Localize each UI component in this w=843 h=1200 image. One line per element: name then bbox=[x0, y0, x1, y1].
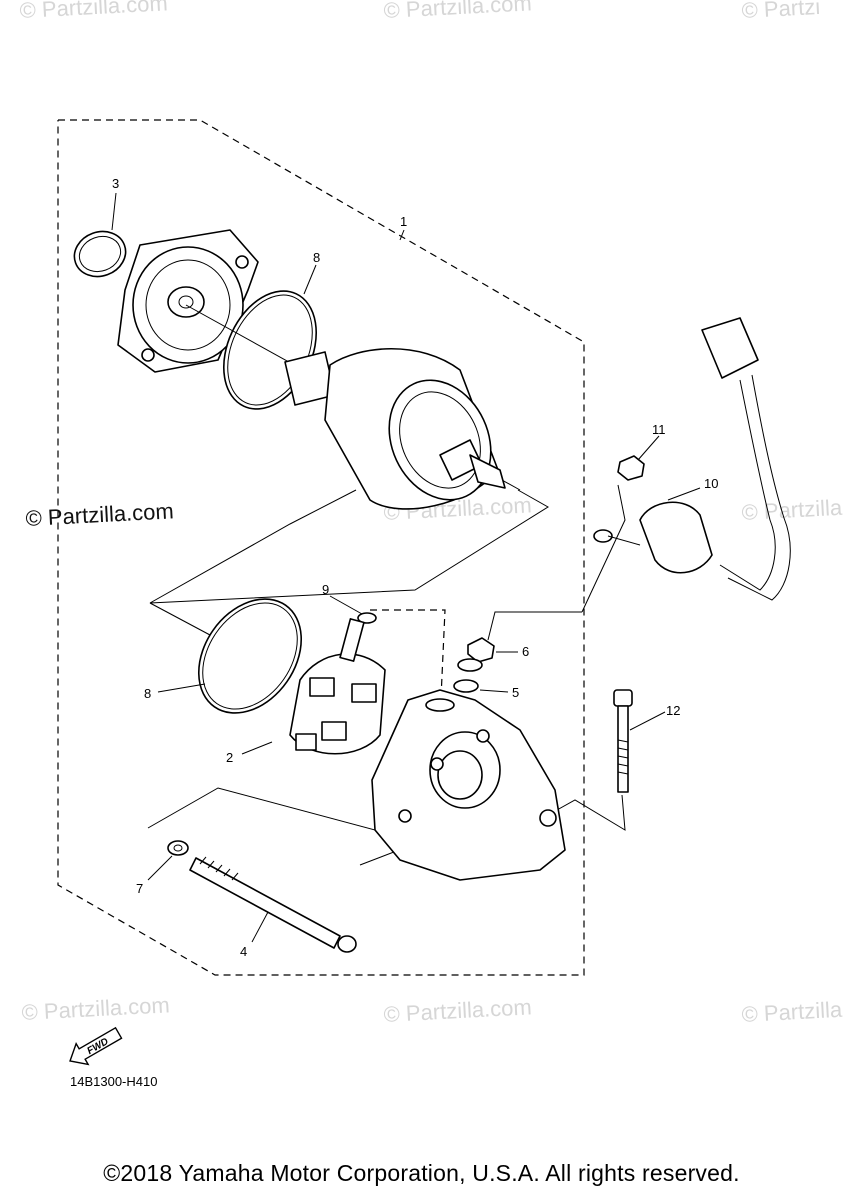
bolt-group-line bbox=[147, 787, 422, 866]
leader-10 bbox=[667, 487, 701, 501]
leader-3 bbox=[111, 192, 117, 231]
callout-8-upper: 8 bbox=[313, 250, 320, 265]
washer-5a bbox=[457, 658, 483, 672]
terminal-lead-line bbox=[581, 484, 626, 613]
leader-4 bbox=[251, 911, 269, 943]
leader-8b bbox=[157, 683, 206, 693]
callout-6: 6 bbox=[522, 644, 529, 659]
o-ring-3 bbox=[73, 230, 127, 278]
callout-4: 4 bbox=[240, 944, 247, 959]
through-bolt-4 bbox=[189, 856, 357, 953]
callout-11: 11 bbox=[652, 422, 666, 437]
drawing-code: 14B1300-H410 bbox=[70, 1074, 157, 1089]
leader-5 bbox=[479, 689, 509, 693]
callout-7: 7 bbox=[136, 881, 143, 896]
leader-1 bbox=[399, 229, 405, 241]
rear-housing bbox=[371, 689, 566, 881]
bolt12-group-line bbox=[547, 794, 626, 831]
motor-yoke bbox=[284, 348, 506, 510]
callout-2: 2 bbox=[226, 750, 233, 765]
washer-9 bbox=[357, 612, 377, 624]
watermark-top-right: © Partzi bbox=[741, 0, 821, 23]
watermark-bottom-right: © Partzilla. bbox=[741, 996, 843, 1027]
washer-7 bbox=[167, 840, 189, 856]
watermark-mid-right: © Partzilla. bbox=[741, 494, 843, 525]
callout-3: 3 bbox=[112, 176, 119, 191]
post-dashed-line bbox=[370, 609, 446, 721]
fwd-label: FWD bbox=[85, 1036, 110, 1057]
o-ring-8-lower bbox=[197, 598, 303, 714]
watermark-top-left: © Partzilla.com bbox=[19, 0, 168, 23]
leader-9 bbox=[329, 595, 363, 615]
copyright-notice: ©2018 Yamaha Motor Corporation, U.S.A. A… bbox=[103, 1160, 740, 1186]
washer-5b bbox=[453, 679, 479, 693]
callout-1: 1 bbox=[400, 214, 407, 229]
leader-12 bbox=[629, 711, 666, 731]
leader-11 bbox=[637, 435, 660, 461]
brush-holder-2 bbox=[289, 618, 386, 755]
watermark-bottom-left: © Partzilla.com bbox=[21, 992, 170, 1025]
starter-cable-10 bbox=[593, 317, 791, 601]
nut-6 bbox=[467, 637, 495, 663]
callout-10: 10 bbox=[704, 476, 718, 491]
bolt-12 bbox=[613, 689, 633, 793]
o-ring-8-lower-inner bbox=[202, 602, 298, 710]
brush-group-line bbox=[149, 602, 211, 636]
watermark-bottom-center: © Partzilla.com bbox=[383, 994, 532, 1027]
callout-5: 5 bbox=[512, 685, 519, 700]
front-cover bbox=[117, 229, 259, 373]
callout-8-lower: 8 bbox=[144, 686, 151, 701]
watermark-top-center: © Partzilla.com bbox=[383, 0, 532, 23]
watermark-mid-left: © Partzilla.com bbox=[25, 498, 174, 531]
assembly-boundary bbox=[57, 119, 585, 976]
leader-8a bbox=[303, 264, 317, 295]
armature-group-line bbox=[149, 489, 549, 604]
washer-7-hole bbox=[173, 844, 183, 852]
nut-11 bbox=[617, 455, 645, 481]
nut-terminal-line bbox=[487, 611, 582, 641]
o-ring-3-inner bbox=[78, 235, 122, 273]
callout-12: 12 bbox=[666, 703, 680, 718]
leader-2 bbox=[241, 741, 273, 755]
leader-7 bbox=[147, 855, 173, 881]
fwd-arrow-icon: FWD bbox=[69, 1026, 123, 1066]
callout-9: 9 bbox=[322, 582, 329, 597]
